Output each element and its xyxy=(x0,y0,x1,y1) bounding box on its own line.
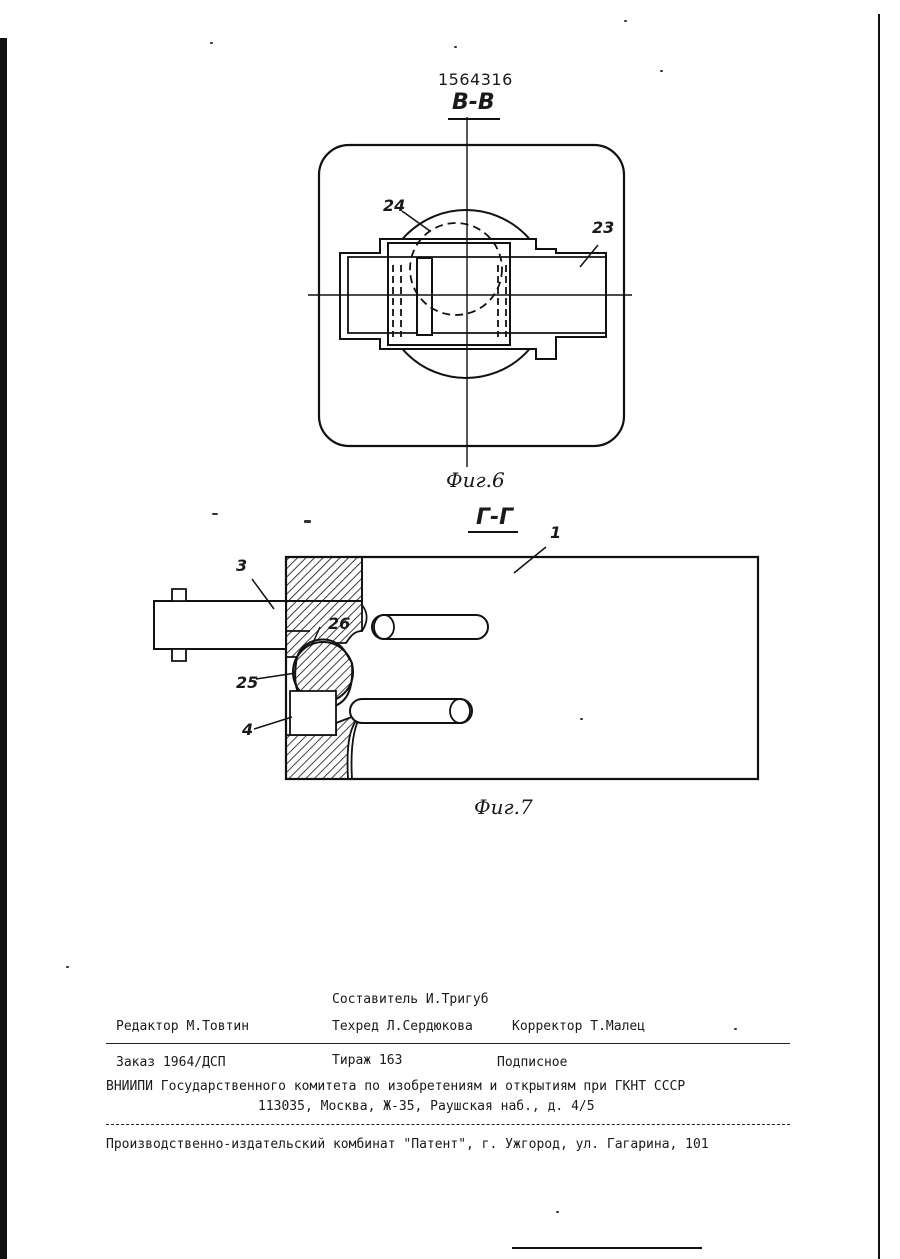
figure-6-caption: Фиг.6 xyxy=(446,468,505,492)
section-label-g-g-underline xyxy=(468,531,518,533)
figure-7-caption: Фиг.7 xyxy=(474,795,533,819)
scan-speck xyxy=(66,966,69,968)
scan-right-edge xyxy=(878,14,880,1259)
scan-speck xyxy=(734,1028,737,1030)
colophon-institute: ВНИИПИ Государственного комитета по изоб… xyxy=(106,1079,685,1094)
figure-6-drawing xyxy=(290,115,650,475)
section-label-v-v: В-В xyxy=(452,90,495,115)
callout-25: 25 xyxy=(236,673,258,692)
scan-speck xyxy=(304,520,311,523)
colophon-circulation: Тираж 163 xyxy=(332,1053,402,1068)
section-label-g-g: Г-Г xyxy=(476,505,513,530)
scan-speck xyxy=(212,513,218,515)
colophon-order: Заказ 1964/ДСП xyxy=(116,1055,226,1070)
callout-1: 1 xyxy=(550,523,561,542)
scan-speck xyxy=(580,718,583,720)
colophon-subscription: Подписное xyxy=(497,1055,567,1070)
scan-speck xyxy=(624,20,627,22)
scan-speck xyxy=(210,42,213,44)
patent-number: 1564316 xyxy=(438,70,513,89)
fig6-vertical-slot xyxy=(417,258,432,335)
colophon-address: 113035, Москва, Ж-35, Раушская наб., д. … xyxy=(258,1099,595,1114)
callout-26: 26 xyxy=(328,614,350,633)
colophon-rule-2 xyxy=(106,1124,790,1125)
scan-speck xyxy=(454,46,457,48)
scan-left-edge xyxy=(0,38,7,1259)
callout-4: 4 xyxy=(242,720,253,739)
figure-7-drawing xyxy=(140,545,780,795)
fig7-rod xyxy=(154,601,286,649)
callout-23: 23 xyxy=(592,218,614,237)
scan-bottom-mark xyxy=(512,1247,702,1249)
fig7-rod-pin-bottom xyxy=(172,649,186,661)
scan-speck xyxy=(556,1211,559,1213)
colophon-editor: Редактор М.Товтин xyxy=(116,1019,249,1034)
colophon-rule-1 xyxy=(106,1043,790,1044)
callout-3: 3 xyxy=(236,556,247,575)
fig7-upper-slot xyxy=(372,615,488,639)
colophon-techred: Техред Л.Сердюкова xyxy=(332,1019,473,1034)
callout-24: 24 xyxy=(383,196,405,215)
fig7-chamber xyxy=(290,691,336,735)
colophon-printer: Производственно-издательский комбинат "П… xyxy=(106,1137,709,1152)
scan-speck xyxy=(660,70,663,72)
colophon-compiler: Составитель И.Тригуб xyxy=(332,992,489,1007)
fig7-rod-pin-top xyxy=(172,589,186,601)
colophon-corrector: Корректор Т.Малец xyxy=(512,1019,645,1034)
